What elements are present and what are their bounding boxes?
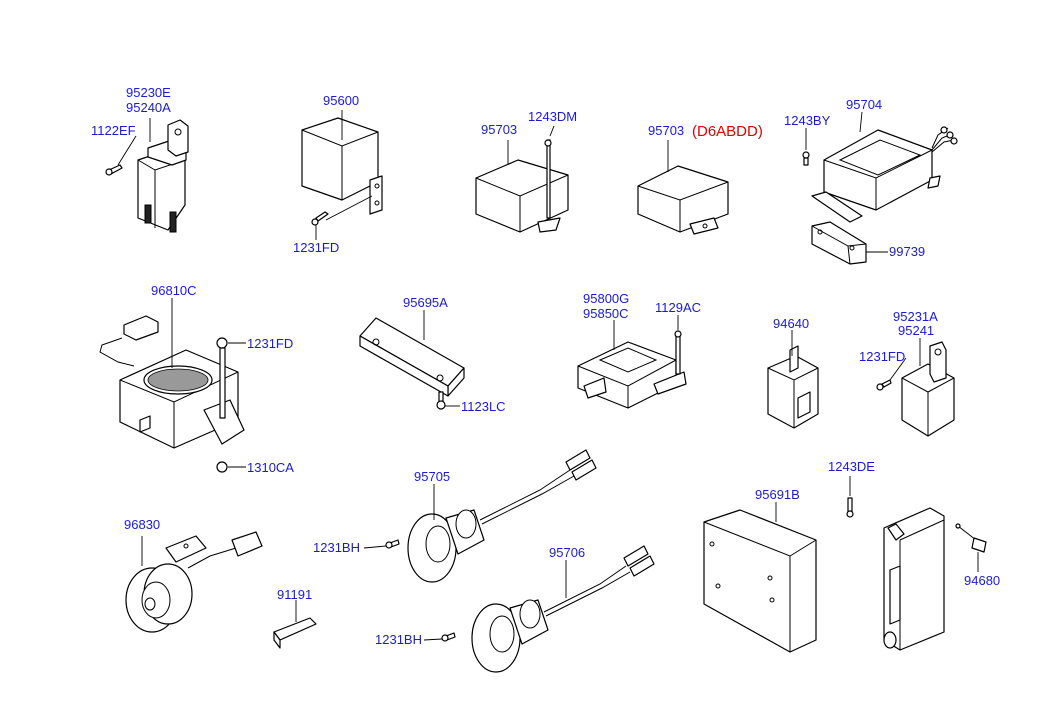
label-95705[interactable]: 95705 [414,469,450,484]
module-95800g-drawing [577,330,687,409]
bracket-95695a-drawing [359,317,465,410]
label-95704[interactable]: 95704 [846,97,882,112]
label-1243by[interactable]: 1243BY [784,113,831,128]
label-94640[interactable]: 94640 [773,316,809,331]
label-99739[interactable]: 99739 [889,244,925,259]
label-1129ac[interactable]: 1129AC [655,300,701,315]
label-1243de[interactable]: 1243DE [828,459,875,474]
label-1231fd-a[interactable]: 1231FD [293,240,339,255]
unit-95691b-drawing [703,509,817,653]
bracket-94680-drawing [883,507,987,651]
note-d6abdd: (D6ABDD) [692,123,763,140]
label-1231bh-b[interactable]: 1231BH [375,632,422,647]
label-1231fd-b[interactable]: 1231FD [247,336,293,351]
pad-99739-drawing [811,221,867,265]
label-1310ca[interactable]: 1310CA [247,460,294,475]
label-95231a[interactable]: 95231A [893,309,938,324]
label-91191[interactable]: 91191 [277,587,312,602]
connector-91191-drawing [273,617,317,649]
module-95703-a-drawing [475,139,569,233]
relay-95230e-drawing [105,119,189,233]
module-95600-drawing [301,117,383,226]
sensor-95705-drawing [385,449,597,583]
label-96830[interactable]: 96830 [124,517,160,532]
relay-94640-drawing [767,345,819,429]
label-1231fd-c[interactable]: 1231FD [859,349,905,364]
module-95703-b-drawing [637,165,729,235]
label-95800g[interactable]: 95800G [583,291,629,306]
label-95691b[interactable]: 95691B [755,487,800,502]
label-95706[interactable]: 95706 [549,545,585,560]
label-1231bh-a[interactable]: 1231BH [313,540,360,555]
label-95703-a[interactable]: 95703 [481,122,517,137]
relay-95231a-drawing [876,341,955,437]
label-95240a[interactable]: 95240A [126,100,171,115]
sensor-95706-drawing [441,545,655,673]
horn-96830-drawing [125,531,263,633]
label-1243dm[interactable]: 1243DM [528,109,577,124]
bolt-1243de-drawing [846,497,854,518]
label-95695a[interactable]: 95695A [403,295,448,310]
label-95600[interactable]: 95600 [323,93,359,108]
label-1122ef[interactable]: 1122EF [91,123,136,138]
siren-96810c-drawing [99,315,245,473]
label-1123lc[interactable]: 1123LC [461,399,506,414]
label-95241[interactable]: 95241 [898,323,934,338]
label-95703-b[interactable]: 95703 [648,123,684,138]
label-94680[interactable]: 94680 [964,573,1000,588]
module-95704-drawing [802,126,958,223]
label-95850c[interactable]: 95850C [583,306,629,321]
label-96810c[interactable]: 96810C [151,283,197,298]
label-95230e[interactable]: 95230E [126,85,171,100]
